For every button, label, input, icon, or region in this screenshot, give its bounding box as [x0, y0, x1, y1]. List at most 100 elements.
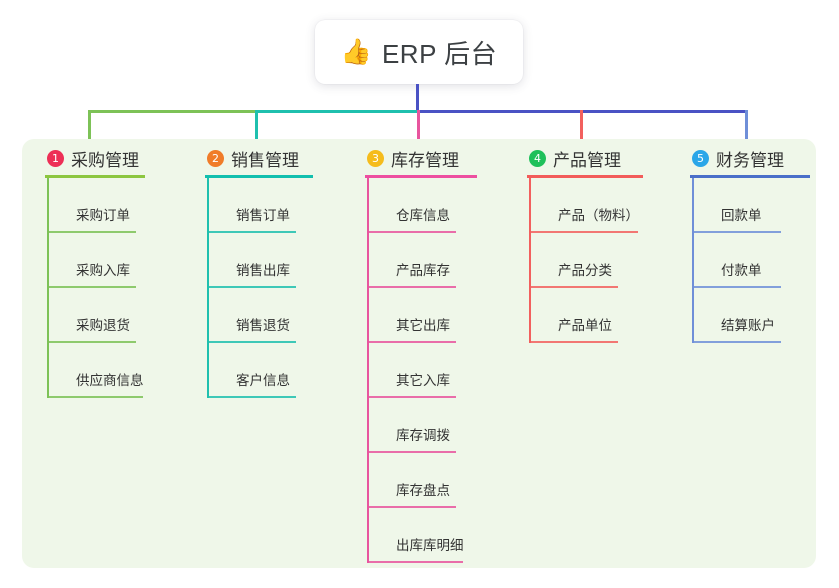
list-item[interactable]: 采购退货: [47, 288, 145, 343]
column-title-3: 库存管理: [391, 150, 459, 170]
list-item-label: 采购订单: [76, 208, 130, 223]
column-badge-4: 4: [529, 149, 546, 167]
list-item-label: 销售退货: [236, 318, 290, 333]
list-item-rule: [209, 231, 296, 233]
list-item[interactable]: 付款单: [692, 233, 810, 288]
column-2: 2 销售管理销售订单销售出库销售退货客户信息: [205, 145, 313, 398]
list-item-rule: [49, 231, 136, 233]
list-item-label: 结算账户: [721, 318, 775, 333]
list-item[interactable]: 采购订单: [47, 178, 145, 233]
column-3: 3 库存管理仓库信息产品库存其它出库其它入库库存调拨库存盘点出库库明细: [365, 145, 477, 563]
column-rule-5: [690, 175, 810, 178]
list-item-rule: [369, 396, 456, 398]
list-item-rule: [209, 286, 296, 288]
column-badge-2: 2: [207, 149, 224, 167]
list-item-rule: [369, 561, 463, 563]
list-item-rule: [369, 506, 456, 508]
column-rule-1: [45, 175, 145, 178]
drop-connector-4: [580, 110, 583, 143]
column-rule-2: [205, 175, 313, 178]
root-stem-connector: [416, 84, 419, 110]
list-item[interactable]: 库存盘点: [367, 453, 477, 508]
list-item[interactable]: 销售退货: [207, 288, 313, 343]
column-badge-5: 5: [692, 149, 709, 167]
column-1: 1 采购管理采购订单采购入库采购退货供应商信息: [45, 145, 145, 398]
list-item-rule: [694, 231, 781, 233]
column-badge-3: 3: [367, 149, 384, 167]
list-item[interactable]: 其它入库: [367, 343, 477, 398]
list-item-rule: [49, 286, 136, 288]
list-item-label: 产品分类: [558, 263, 612, 278]
list-item[interactable]: 产品单位: [529, 288, 643, 343]
list-item-label: 产品库存: [396, 263, 450, 278]
thumbs-up-icon: 👍: [340, 37, 372, 66]
list-item-rule: [49, 341, 136, 343]
list-item[interactable]: 供应商信息: [47, 343, 145, 398]
list-item[interactable]: 客户信息: [207, 343, 313, 398]
list-item-label: 仓库信息: [396, 208, 450, 223]
list-item-rule: [694, 286, 781, 288]
column-spine-2: [207, 178, 209, 398]
column-header-2[interactable]: 2 销售管理: [205, 145, 313, 171]
column-4: 4 产品管理产品（物料） 产品分类产品单位: [527, 145, 643, 343]
list-item[interactable]: 结算账户: [692, 288, 810, 343]
diagram-panel: [22, 139, 816, 568]
column-header-4[interactable]: 4 产品管理: [527, 145, 643, 171]
list-item-label: 付款单: [721, 263, 762, 278]
list-item-rule: [209, 396, 296, 398]
column-title-2: 销售管理: [231, 150, 299, 170]
column-items-2: 销售订单销售出库销售退货客户信息: [205, 178, 313, 398]
list-item[interactable]: 销售订单: [207, 178, 313, 233]
trunk-segment-2: [255, 110, 418, 113]
column-spine-1: [47, 178, 49, 398]
drop-connector-5: [745, 110, 748, 143]
column-spine-3: [367, 178, 369, 563]
list-item[interactable]: 其它出库: [367, 288, 477, 343]
column-header-3[interactable]: 3 库存管理: [365, 145, 477, 171]
column-title-4: 产品管理: [553, 150, 621, 170]
drop-connector-1: [88, 110, 91, 143]
list-item-label: 产品（物料）: [558, 208, 639, 223]
list-item-rule: [369, 286, 456, 288]
root-title: ERP 后台: [381, 38, 498, 69]
list-item[interactable]: 回款单: [692, 178, 810, 233]
list-item-label: 库存调拨: [396, 428, 450, 443]
drop-connector-3: [417, 110, 420, 143]
column-header-1[interactable]: 1 采购管理: [45, 145, 145, 171]
column-rule-4: [527, 175, 643, 178]
list-item-label: 采购入库: [76, 263, 130, 278]
list-item-rule: [531, 341, 618, 343]
list-item-label: 其它出库: [396, 318, 450, 333]
column-badge-1: 1: [47, 149, 64, 167]
list-item[interactable]: 产品分类: [529, 233, 643, 288]
list-item[interactable]: 销售出库: [207, 233, 313, 288]
drop-connector-2: [255, 110, 258, 143]
list-item[interactable]: 产品库存: [367, 233, 477, 288]
list-item-label: 销售订单: [236, 208, 290, 223]
column-items-3: 仓库信息产品库存其它出库其它入库库存调拨库存盘点出库库明细: [365, 178, 477, 563]
list-item[interactable]: 出库库明细: [367, 508, 477, 563]
column-spine-4: [529, 178, 531, 343]
column-rule-3: [365, 175, 477, 178]
column-spine-5: [692, 178, 694, 343]
column-items-4: 产品（物料） 产品分类产品单位: [527, 178, 643, 343]
trunk-segment-1: [88, 110, 256, 113]
root-node[interactable]: 👍 ERP 后台: [315, 20, 523, 84]
list-item[interactable]: 库存调拨: [367, 398, 477, 453]
list-item-rule: [49, 396, 143, 398]
list-item-rule: [369, 451, 456, 453]
list-item[interactable]: 仓库信息: [367, 178, 477, 233]
list-item-rule: [369, 341, 456, 343]
list-item-label: 供应商信息: [76, 373, 144, 388]
list-item[interactable]: 产品（物料）: [529, 178, 643, 233]
list-item-label: 库存盘点: [396, 483, 450, 498]
list-item[interactable]: 采购入库: [47, 233, 145, 288]
list-item-rule: [531, 231, 638, 233]
list-item-label: 客户信息: [236, 373, 290, 388]
column-title-1: 采购管理: [71, 150, 139, 170]
column-items-1: 采购订单采购入库采购退货供应商信息: [45, 178, 145, 398]
list-item-rule: [531, 286, 618, 288]
